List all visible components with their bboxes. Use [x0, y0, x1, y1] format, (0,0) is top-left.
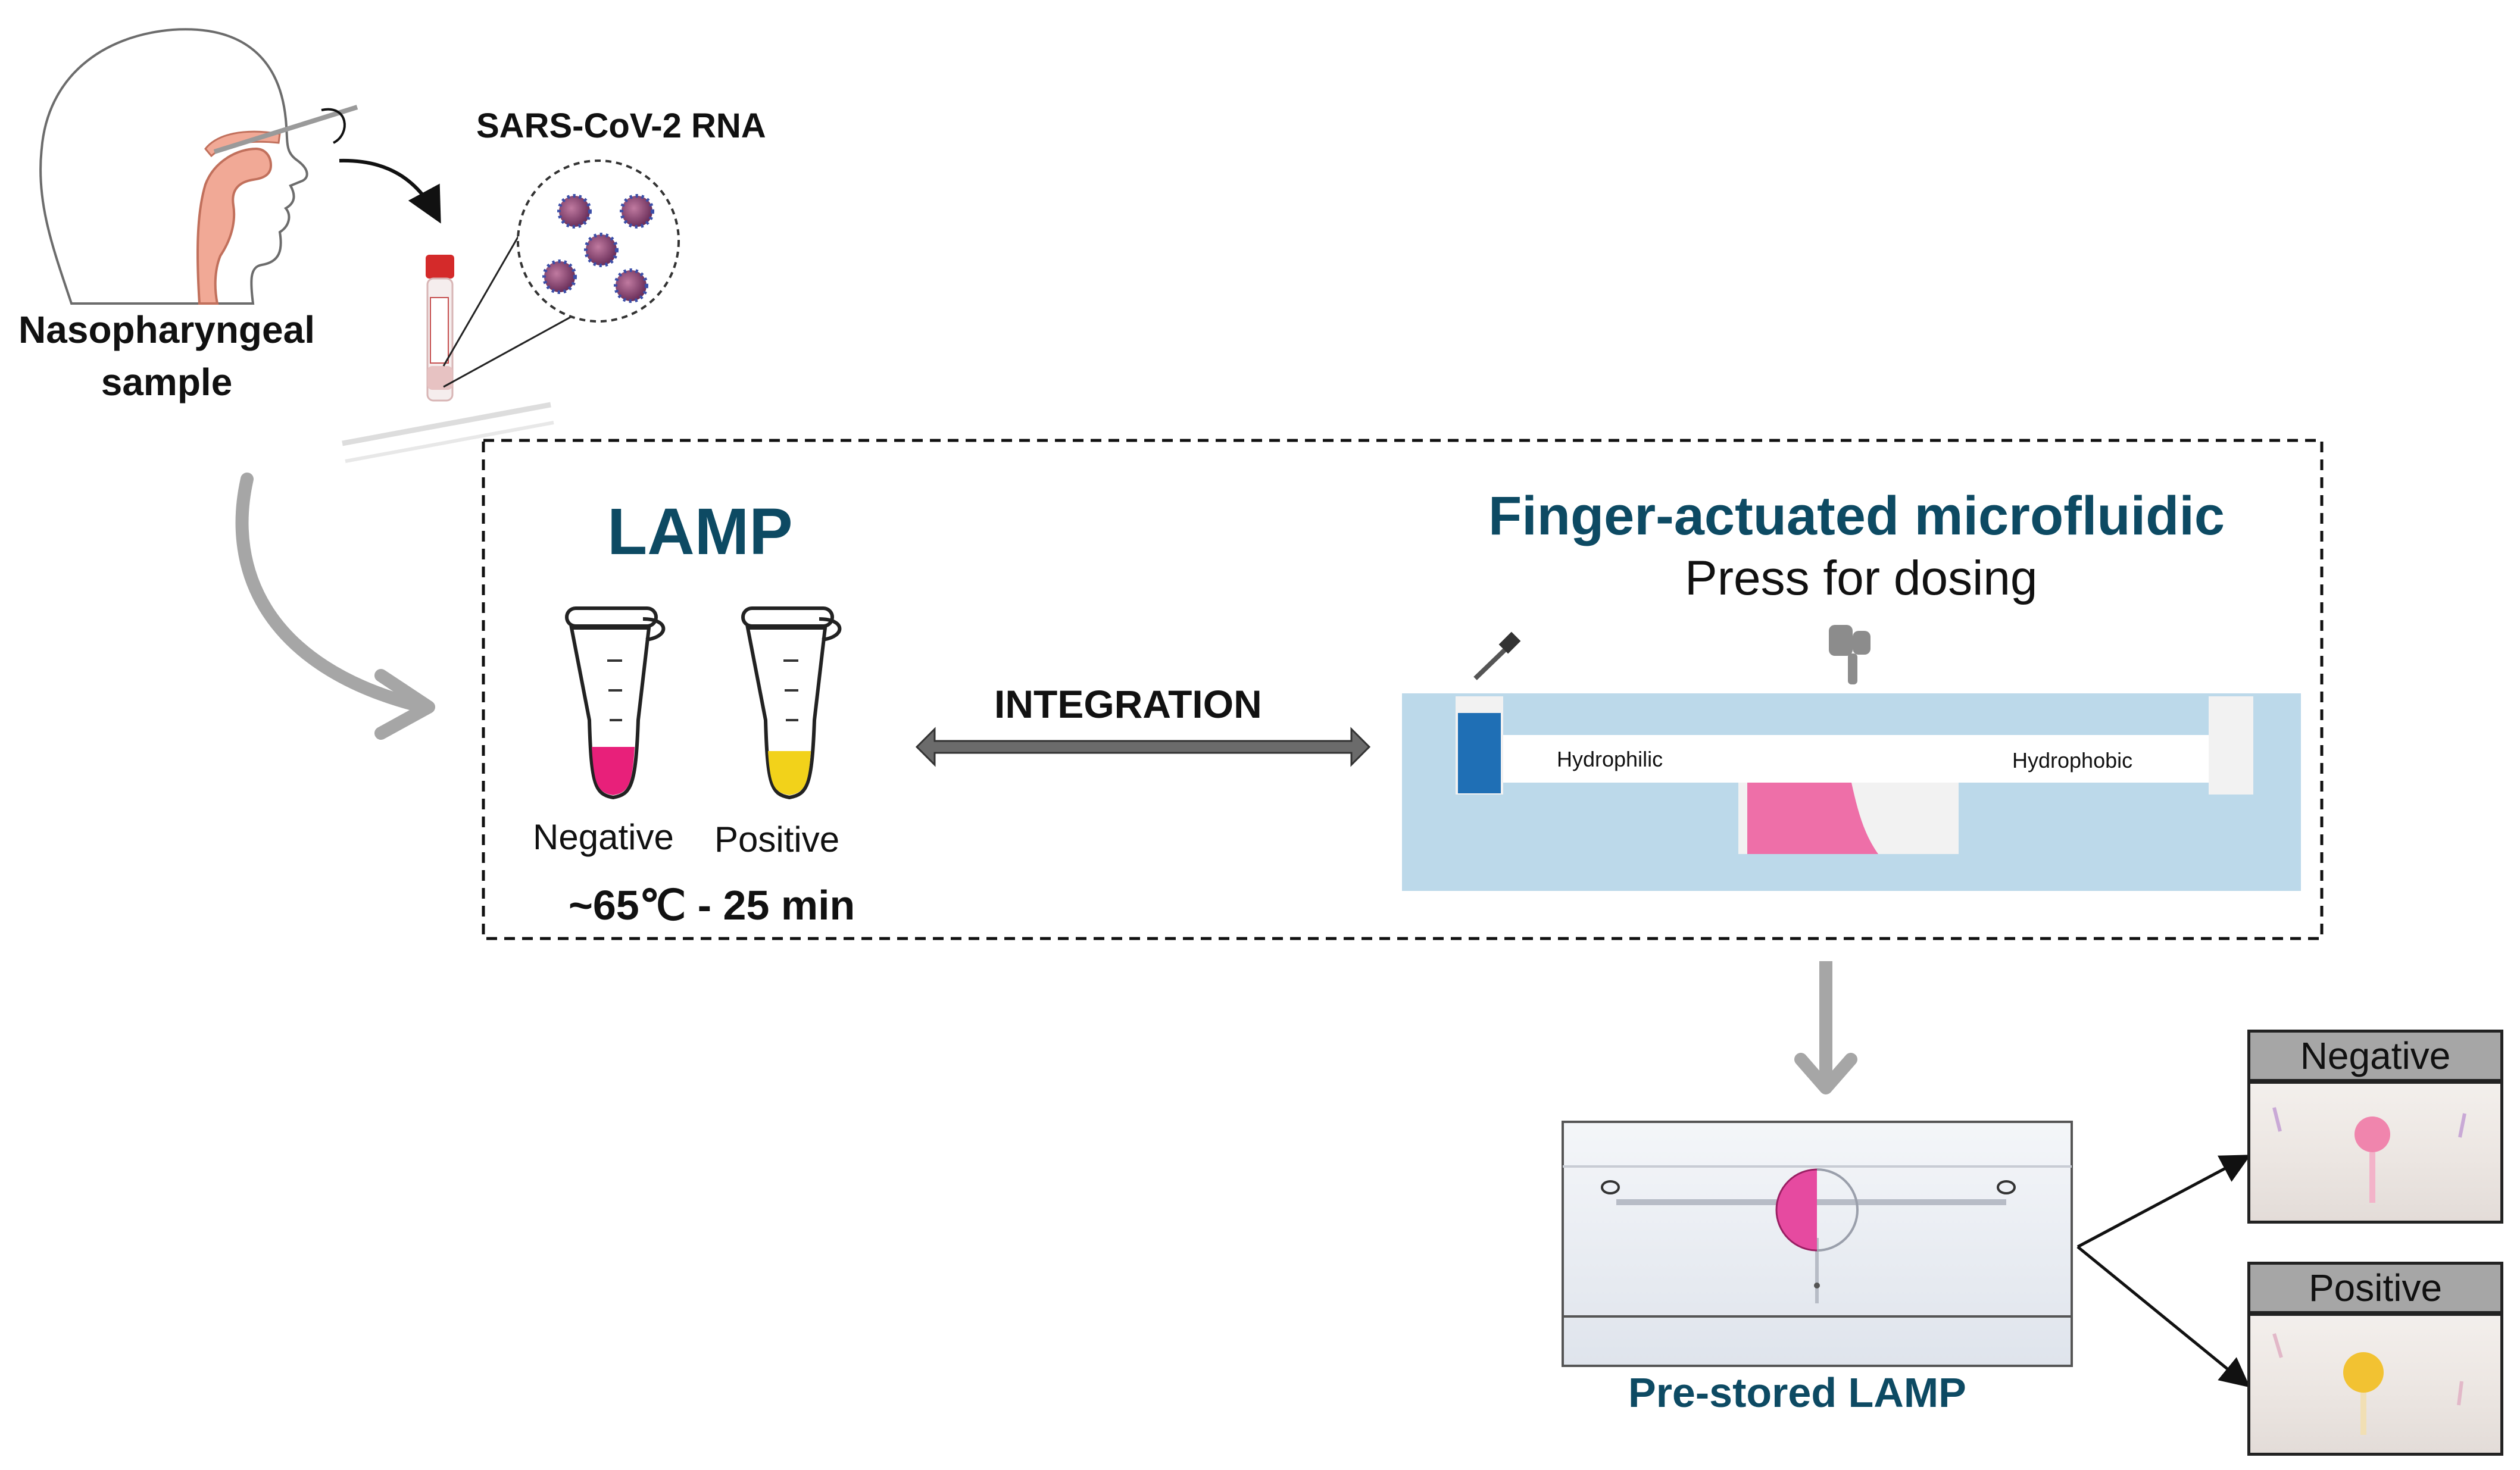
- positive-spot-icon: [2272, 1333, 2463, 1435]
- sample-arrow-icon: [339, 158, 441, 224]
- sample-tube-icon: [342, 255, 554, 463]
- positive-result-arrow-icon: [2076, 1246, 2250, 1388]
- integration-arrow-icon: [915, 727, 1371, 767]
- positive-result-photo: [2247, 1313, 2503, 1456]
- lamp-condition-label: ~65℃ - 25 min: [569, 882, 855, 928]
- positive-tube-icon: [741, 606, 842, 800]
- dropper-icon: [1473, 631, 1521, 680]
- negative-result-photo: [2247, 1081, 2503, 1224]
- positive-result-header: Positive: [2247, 1262, 2503, 1314]
- device-subtitle: Press for dosing: [1685, 551, 2038, 605]
- sample-label: Nasopharyngeal sample: [0, 304, 333, 408]
- sample-label-line2: sample: [101, 361, 233, 404]
- rna-label: SARS-CoV-2 RNA: [476, 107, 766, 145]
- negative-result-header: Negative: [2247, 1030, 2503, 1082]
- flow-arrowhead-icon: [374, 669, 435, 740]
- negative-result-arrow-icon: [2076, 1155, 2251, 1249]
- integration-label: INTEGRATION: [994, 682, 1262, 726]
- integration-box: [482, 439, 2324, 940]
- prestored-lamp-label: Pre-stored LAMP: [1628, 1369, 1966, 1416]
- microfluidic-device: [1402, 693, 2301, 891]
- device-title: Finger-actuated microfluidic: [1488, 486, 2225, 546]
- hydrophilic-label: Hydrophilic: [1557, 747, 1663, 771]
- negative-tube-label: Negative: [533, 817, 674, 857]
- chip-image: [1562, 1121, 2073, 1367]
- flow-arrow-icon: [235, 473, 423, 712]
- finger-press-icon: [1829, 625, 1871, 684]
- negative-tube-icon: [565, 606, 666, 800]
- negative-spot-icon: [2272, 1107, 2466, 1203]
- lamp-title: LAMP: [607, 495, 793, 568]
- head-profile-icon: [39, 28, 358, 305]
- hydrophobic-label: Hydrophobic: [2012, 748, 2133, 772]
- positive-tube-label: Positive: [714, 820, 840, 859]
- virus-particles-icon: [542, 194, 654, 303]
- down-arrowhead-icon: [1794, 1053, 1857, 1094]
- zoom-line-icon: [442, 211, 534, 367]
- sample-label-line1: Nasopharyngeal: [18, 308, 315, 351]
